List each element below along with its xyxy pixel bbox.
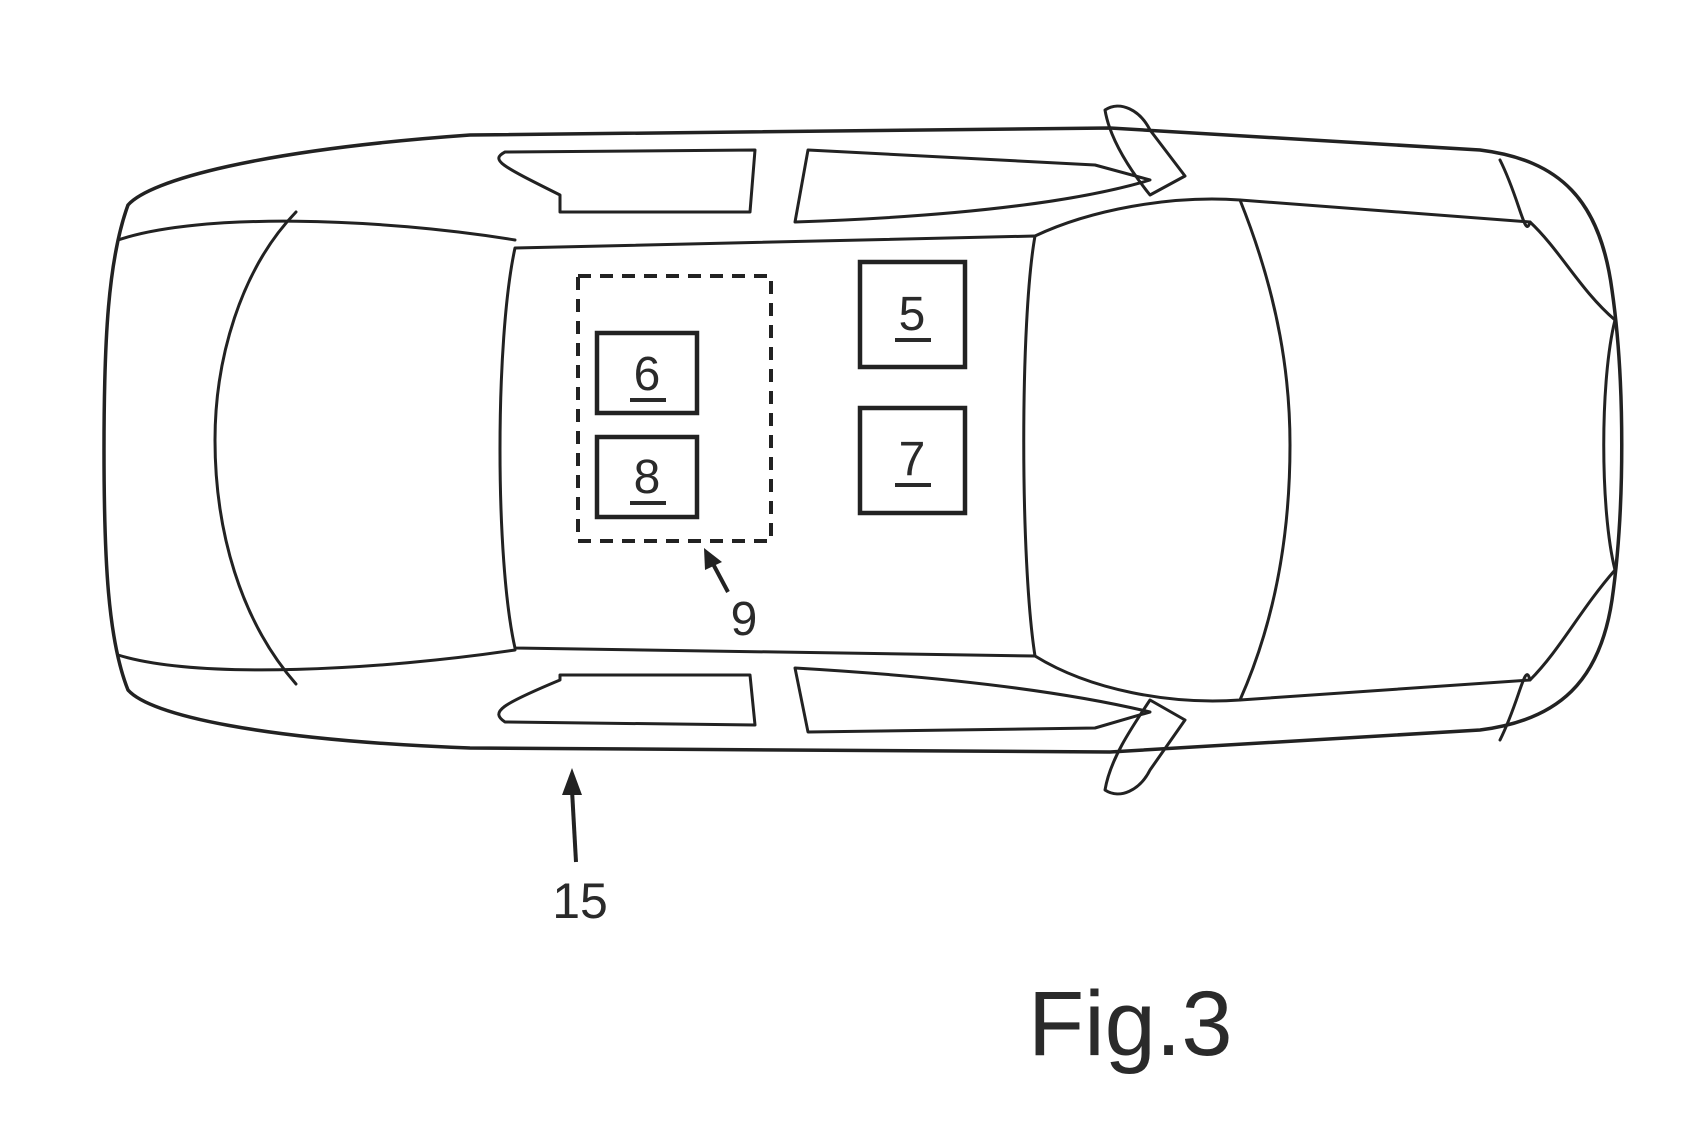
reference-label-15: 15 (552, 873, 608, 929)
rear-body-line-bottom (116, 648, 517, 672)
reference-arrowhead-9 (704, 548, 722, 570)
component-box-7 (857, 405, 968, 516)
side-mirror-top (1103, 104, 1187, 197)
component-label-6: 6 (634, 348, 661, 401)
reference-arrowhead-15 (562, 768, 582, 795)
hood-crease-bottom (1498, 673, 1532, 742)
hood-crease-top (1498, 158, 1532, 228)
front-grille (1602, 318, 1617, 572)
side-window-front-bottom (793, 666, 1152, 734)
car-body-outline (102, 126, 1624, 754)
hood-line-top (1238, 198, 1617, 322)
side-window-rear-top (497, 148, 757, 214)
component-label-5: 5 (899, 288, 926, 341)
hood-line-bottom (1238, 568, 1617, 702)
windshield (1033, 197, 1292, 703)
side-mirror-bottom (1103, 698, 1187, 796)
component-group-boundary (576, 274, 773, 543)
reference-arrow-15 (570, 789, 578, 863)
rear-body-line (116, 219, 517, 242)
side-window-rear-bottom (497, 673, 757, 727)
component-label-8: 8 (634, 451, 661, 504)
reference-arrow-9 (710, 561, 730, 593)
component-label-7: 7 (899, 433, 926, 486)
component-box-5 (857, 259, 968, 370)
side-window-front-top (793, 148, 1152, 224)
rear-window (213, 210, 298, 686)
reference-label-9: 9 (731, 593, 758, 646)
figure-caption: Fig.3 (1028, 973, 1233, 1075)
